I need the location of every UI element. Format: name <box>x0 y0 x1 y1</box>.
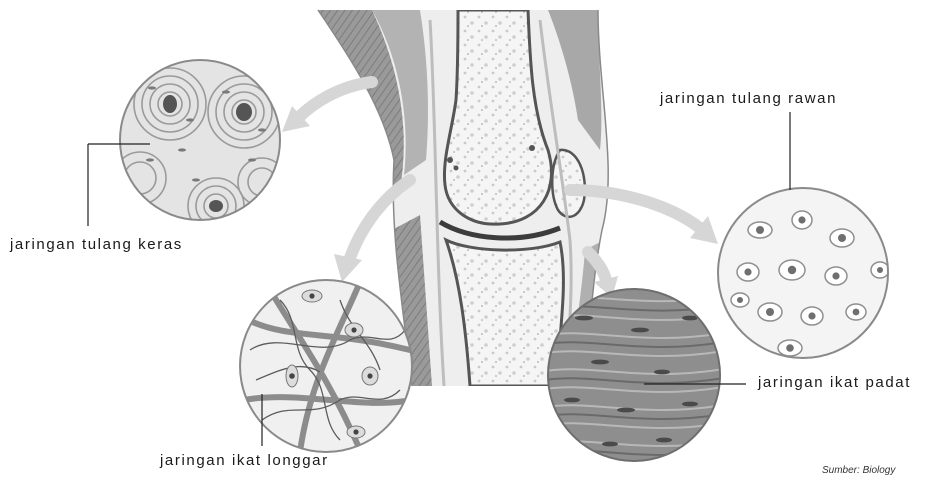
label-ikat-padat: jaringan ikat padat <box>758 374 911 391</box>
tulang-keras-micrograph <box>114 58 286 234</box>
arrow-to-tulang-keras <box>282 82 372 132</box>
tulang-rawan-micrograph <box>718 188 889 358</box>
label-ikat-longgar: jaringan ikat longgar <box>160 452 329 469</box>
label-tulang-rawan: jaringan tulang rawan <box>660 90 837 107</box>
source-caption: Sumber: Biology <box>822 465 895 476</box>
label-tulang-keras: jaringan tulang keras <box>10 236 183 253</box>
ikat-longgar-micrograph <box>240 280 412 452</box>
